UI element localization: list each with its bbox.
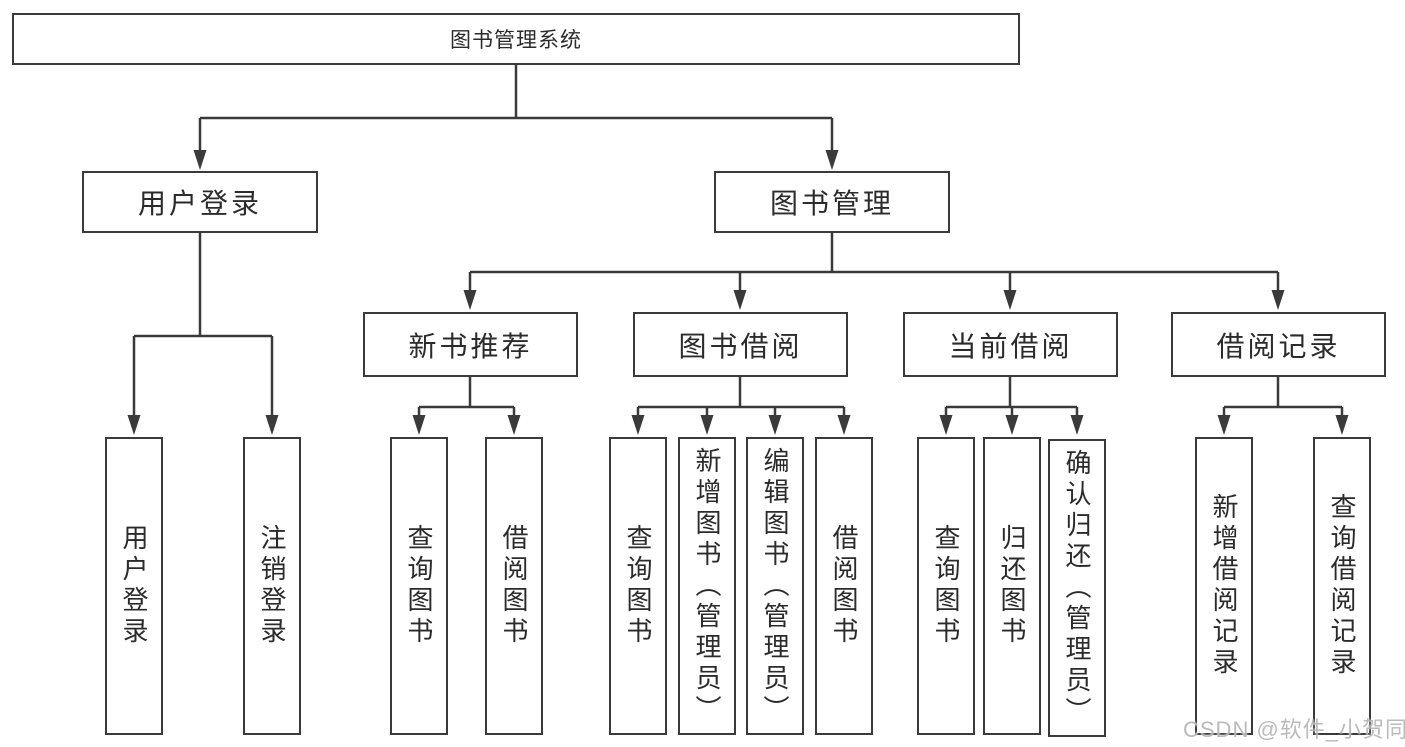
- watermark: CSDN @软件_小贺同学: [1183, 717, 1405, 742]
- node-user-login: 用户登录: [82, 171, 318, 233]
- node-query-books-recommend: 查询图书: [390, 437, 448, 735]
- node-label: 查询图书: [931, 524, 961, 648]
- node-label: 新增借阅记录: [1209, 493, 1239, 679]
- node-user-login-leaf: 用户登录: [105, 437, 163, 735]
- node-new-book-recommendation: 新书推荐: [363, 312, 578, 377]
- node-query-borrowing-record: 查询借阅记录: [1313, 437, 1371, 735]
- node-label: 用户登录: [137, 188, 262, 219]
- node-return-books: 归还图书: [983, 437, 1041, 735]
- node-library-management-system: 图书管理系统: [12, 13, 1020, 65]
- node-confirm-return-admin: 确认归还（管理员）: [1048, 439, 1106, 737]
- node-label: 查询图书: [404, 524, 434, 648]
- node-book-management: 图书管理: [714, 171, 950, 233]
- node-label: 当前借阅: [948, 330, 1073, 362]
- node-logout: 注销登录: [243, 437, 301, 735]
- node-label: 查询图书: [623, 524, 653, 648]
- node-borrowing-records: 借阅记录: [1171, 312, 1386, 377]
- node-borrow-books-leaf: 借阅图书: [815, 437, 873, 735]
- node-label: 用户登录: [119, 524, 149, 648]
- node-label: 归还图书: [997, 524, 1027, 648]
- node-current-borrowing: 当前借阅: [903, 312, 1118, 377]
- node-borrow-books-recommend: 借阅图书: [485, 437, 543, 735]
- node-label: 编辑图书（管理员）: [760, 446, 790, 726]
- node-add-borrowing-record: 新增借阅记录: [1195, 437, 1253, 735]
- node-label: 图书管理系统: [450, 29, 582, 52]
- node-add-book-admin: 新增图书（管理员）: [678, 437, 736, 735]
- node-label: 借阅图书: [499, 524, 529, 648]
- node-label: 借阅记录: [1216, 330, 1341, 362]
- node-query-books-current: 查询图书: [917, 437, 975, 735]
- node-label: 新增图书（管理员）: [692, 446, 722, 726]
- node-edit-book-admin: 编辑图书（管理员）: [746, 437, 804, 735]
- node-label: 图书管理: [769, 188, 894, 219]
- node-label: 注销登录: [257, 524, 287, 648]
- node-label: 借阅图书: [829, 524, 859, 648]
- node-label: 图书借阅: [678, 330, 803, 362]
- node-label: 查询借阅记录: [1327, 493, 1357, 679]
- node-query-books-borrow: 查询图书: [609, 437, 667, 735]
- node-label: 新书推荐: [408, 330, 533, 362]
- node-book-borrowing: 图书借阅: [633, 312, 848, 377]
- node-label: 确认归还（管理员）: [1062, 448, 1092, 728]
